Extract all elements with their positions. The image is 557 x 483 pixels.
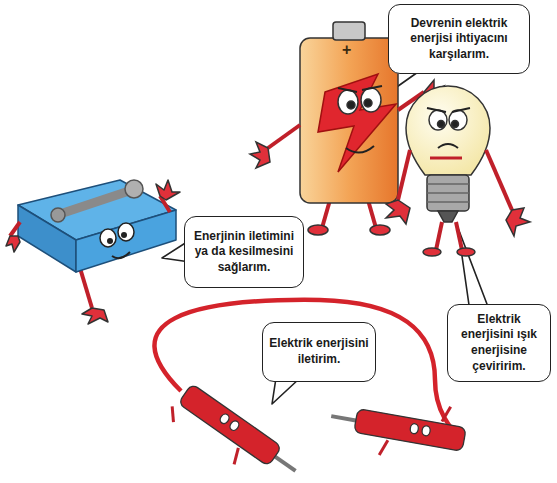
speech-bubble: Elektrik enerjisini ışık enerjisine çevi… [447, 304, 551, 382]
bulb-figure [386, 86, 530, 256]
bubble-text: Devrenin elektrik enerjisi ihtiyacını ka… [395, 16, 523, 63]
bubble-text: Elektrik enerjisini iletirim. [269, 336, 369, 367]
switch-figure [6, 180, 180, 324]
cable-figure [154, 300, 469, 483]
bubble-text: Enerjinin iletimini ya da kesilmesini sa… [191, 229, 297, 276]
bubble-tails [162, 60, 490, 404]
bubble-text: Elektrik enerjisini ışık enerjisine çevi… [454, 312, 544, 374]
speech-bubble: Elektrik enerjisini iletirim. [262, 322, 376, 382]
speech-bubble: Devrenin elektrik enerjisi ihtiyacını ka… [388, 4, 530, 74]
speech-bubble: Enerjinin iletimini ya da kesilmesini sa… [184, 216, 304, 288]
terminal-sign: + [342, 42, 351, 58]
